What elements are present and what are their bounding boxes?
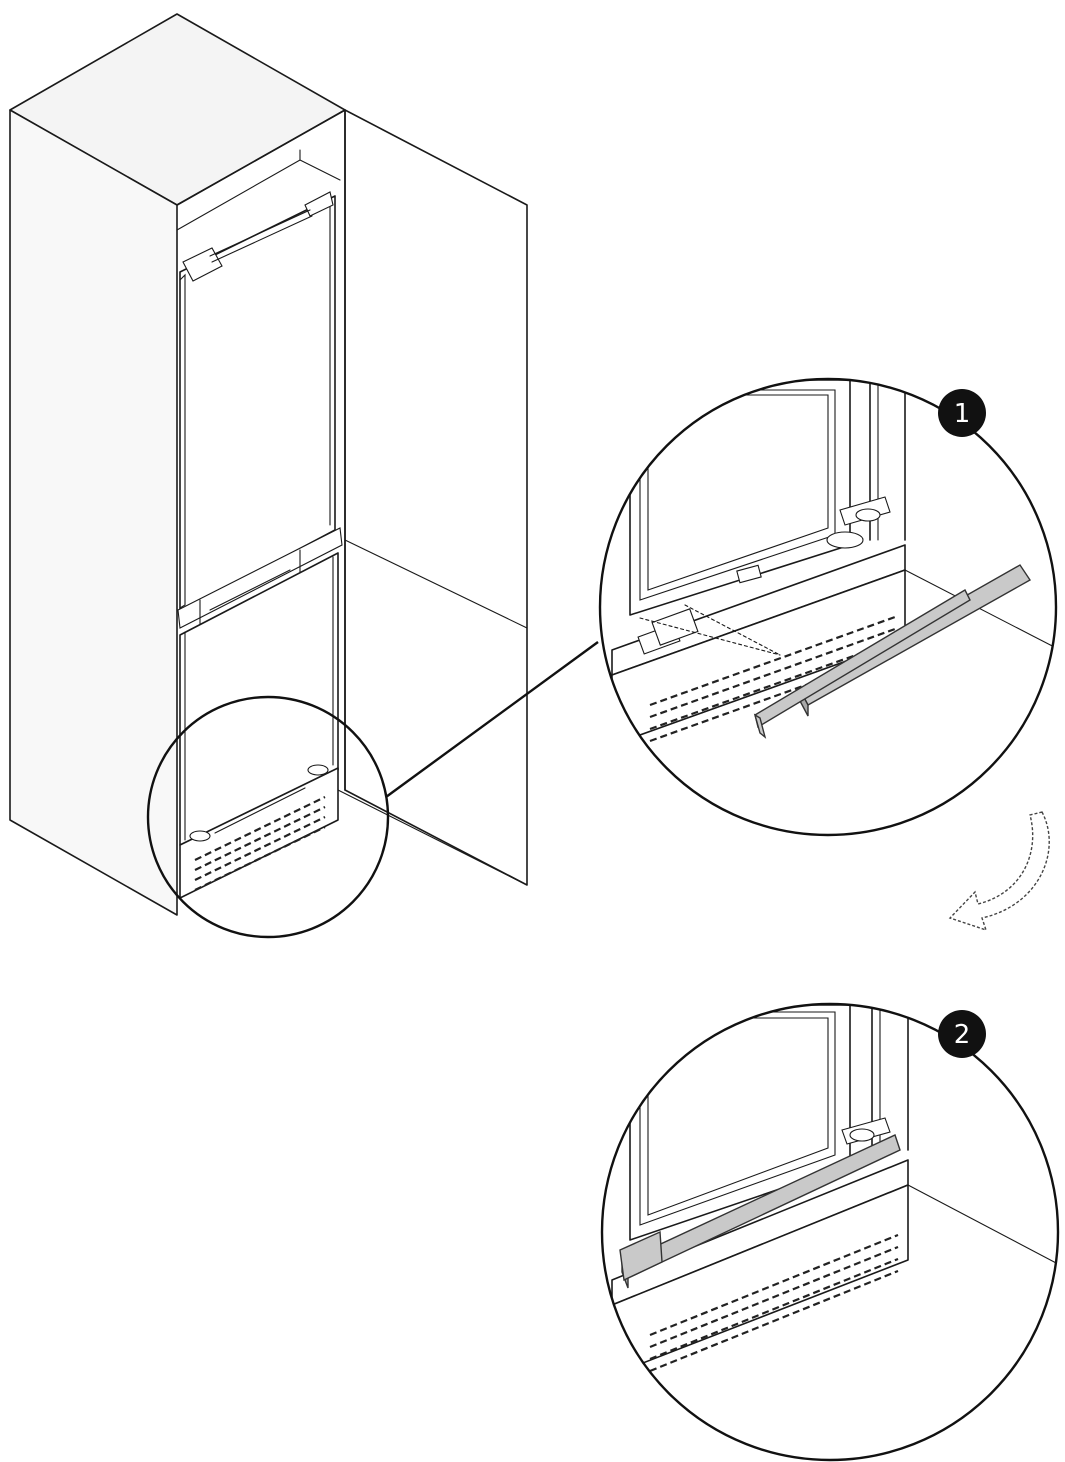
callout-leader-line [385,641,599,798]
detail-circle-2 [600,1002,1060,1462]
cabinet-right-panel [344,109,528,886]
step-2-badge: 2 [938,1010,986,1058]
appliance-lower-door [177,527,343,846]
detail-circle-1 [598,377,1058,837]
appliance-upper-door [179,191,336,613]
step-2-number: 2 [954,1020,971,1050]
appliance-plinth [179,764,339,899]
cabinet-left-side [9,109,178,916]
detail-view-step-2 [600,1002,1060,1462]
tall-cabinet [9,13,528,916]
detail-callout-circle [146,695,390,939]
step-1-number: 1 [954,399,971,429]
floor-line [337,789,528,886]
step-1-badge: 1 [938,389,986,437]
detail-view-step-1 [598,377,1058,837]
curved-arrow-down-left-icon [948,811,1050,932]
